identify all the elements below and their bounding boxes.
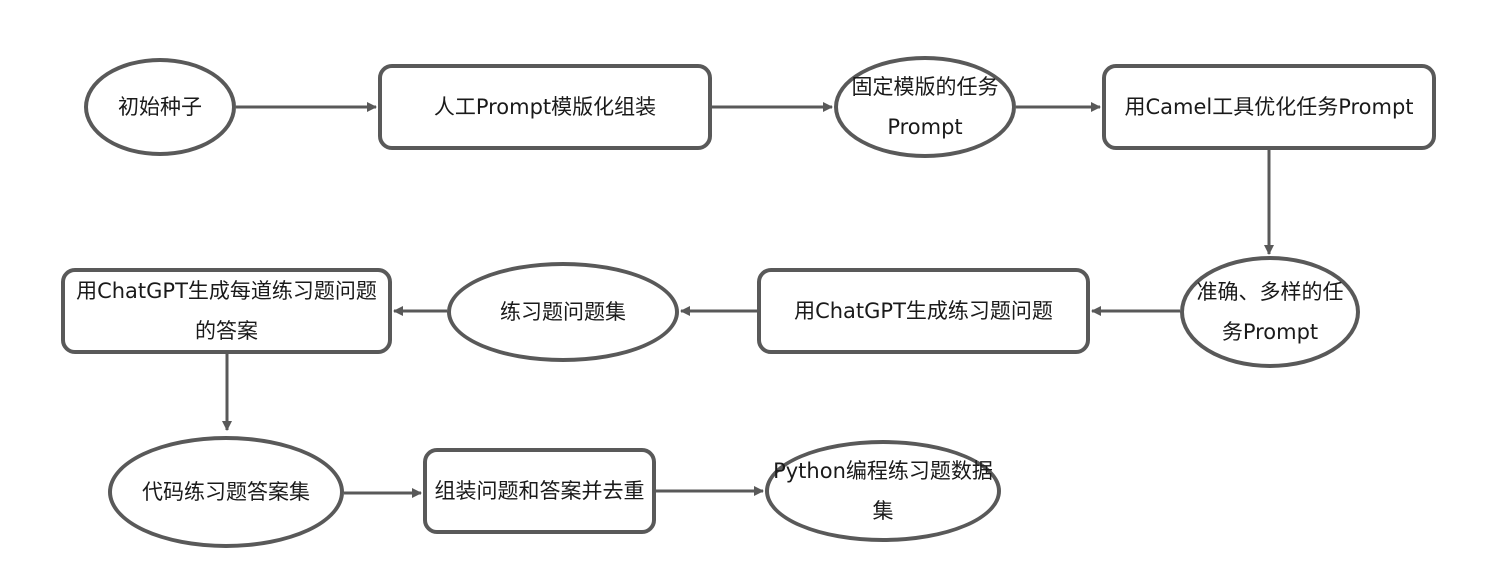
node-python-dataset-label: Python编程练习题数据集 <box>773 459 993 523</box>
node-fixed-template-prompt-label: 固定模版的任务Prompt <box>851 75 999 139</box>
node-question-set: 练习题问题集 <box>447 262 679 362</box>
node-assemble-dedupe: 组装问题和答案并去重 <box>423 448 656 534</box>
node-gen-questions: 用ChatGPT生成练习题问题 <box>757 268 1090 354</box>
node-gen-answers-label: 用ChatGPT生成每道练习题问题的答案 <box>76 279 377 343</box>
node-code-answer-set: 代码练习题答案集 <box>108 436 344 548</box>
node-seed: 初始种子 <box>84 58 236 156</box>
node-manual-template-label: 人工Prompt模版化组装 <box>433 95 657 119</box>
node-question-set-label: 练习题问题集 <box>500 300 626 324</box>
node-python-dataset: Python编程练习题数据集 <box>765 440 1001 542</box>
node-gen-questions-label: 用ChatGPT生成练习题问题 <box>794 299 1053 323</box>
node-camel-optimize: 用Camel工具优化任务Prompt <box>1102 64 1436 150</box>
node-seed-label: 初始种子 <box>118 95 202 119</box>
node-code-answer-set-label: 代码练习题答案集 <box>142 480 310 504</box>
node-gen-answers: 用ChatGPT生成每道练习题问题的答案 <box>61 268 392 354</box>
node-accurate-diverse-prompt-label: 准确、多样的任务Prompt <box>1196 280 1344 344</box>
node-manual-template: 人工Prompt模版化组装 <box>378 64 712 150</box>
node-camel-optimize-label: 用Camel工具优化任务Prompt <box>1124 95 1414 119</box>
node-accurate-diverse-prompt: 准确、多样的任务Prompt <box>1180 256 1360 368</box>
node-assemble-dedupe-label: 组装问题和答案并去重 <box>434 479 645 503</box>
node-fixed-template-prompt: 固定模版的任务Prompt <box>834 56 1016 158</box>
